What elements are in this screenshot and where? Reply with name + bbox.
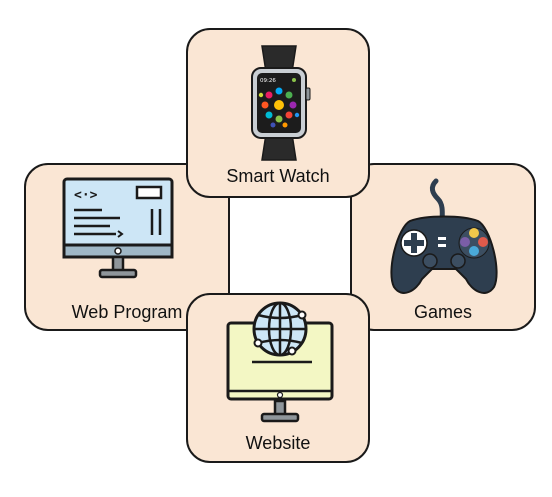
web-program-label: Web Program: [71, 302, 183, 322]
tile-games: Games: [350, 163, 536, 331]
website-label: Website: [245, 433, 311, 453]
tile-smart-watch: 09:26 Smart Watch: [186, 28, 370, 198]
watch-time: 09:26: [260, 78, 276, 84]
tile-website: Website: [186, 293, 370, 463]
code-monitor-icon: <·>: [60, 175, 176, 289]
smartwatch-icon: 09:26: [248, 44, 312, 164]
svg-text:<·>: <·>: [74, 188, 98, 203]
gamepad-icon: [386, 175, 502, 299]
globe-monitor-icon: [222, 297, 338, 431]
smart-watch-label: Smart Watch: [226, 166, 330, 186]
games-label: Games: [413, 302, 473, 322]
